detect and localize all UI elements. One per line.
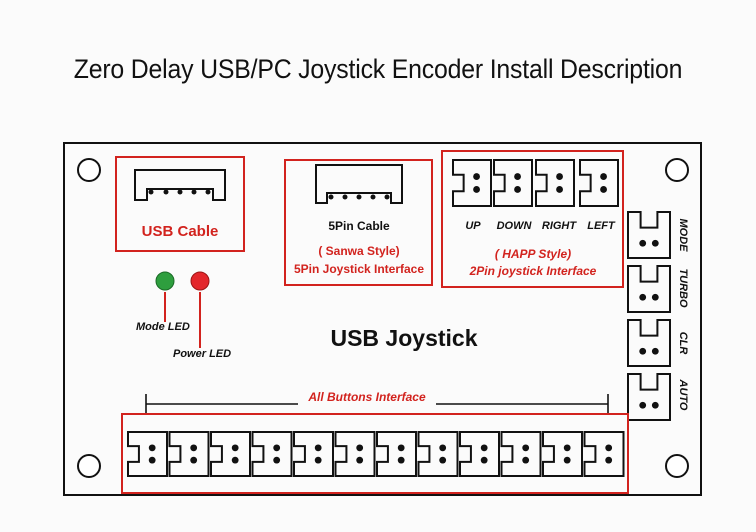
five-pin-interface-label: 5Pin Joystick Interface [294,262,424,276]
side-connector-turbo [627,265,671,313]
direction-label-right: RIGHT [542,220,578,232]
button-connector [583,431,625,477]
button-connector [168,431,210,477]
two-pin-box [441,150,624,288]
mounting-hole [665,454,689,478]
button-connector [417,431,459,477]
board-outline [63,142,702,496]
two-pin-interface-label: 2Pin joystick Interface [469,264,597,278]
side-connector-auto [627,373,671,421]
usb-cable-label: USB Cable [142,223,219,240]
five-pin-connector [315,164,403,204]
side-connector-mode [627,211,671,259]
mode-led [155,271,175,291]
five-pin-style-label: ( Sanwa Style) [318,244,399,258]
side-label-turbo: TURBO [677,268,689,308]
usb-cable-box [115,156,245,252]
button-connector [251,431,293,477]
direction-label-down: DOWN [497,220,533,232]
button-connector [459,431,500,477]
side-connector-clr [627,319,671,367]
two-pin-style-label: ( HAPP Style) [495,247,571,261]
usb-connector [134,169,226,201]
page-title: Zero Delay USB/PC Joystick Encoder Insta… [73,54,683,84]
direction-connector-down [493,159,533,207]
direction-label-up: UP [465,220,481,232]
direction-connector-up [452,159,492,207]
button-connector [293,431,334,477]
button-connector [210,431,251,477]
power-led [190,271,210,291]
button-connector [127,431,168,477]
side-label-mode: MODE [677,219,689,253]
five-pin-cable-label: 5Pin Cable [328,219,390,233]
mode-led-label: Mode LED [136,321,190,333]
board-label: USB Joystick [330,325,477,351]
button-connector [500,431,542,477]
mounting-hole [77,158,101,182]
mounting-hole [665,158,689,182]
side-label-clr: CLR [677,332,689,355]
power-led-label: Power LED [173,348,231,360]
direction-connector-right [535,159,575,207]
five-pin-box [284,159,433,286]
mounting-hole [77,454,101,478]
direction-label-left: LEFT [587,220,616,232]
buttons-interface-label: All Buttons Interface [307,390,426,404]
button-connector [542,431,583,477]
direction-connector-left [579,159,619,207]
usb-connector-pins [148,189,211,195]
buttons-box [121,413,629,494]
five-pin-connector-pins [328,194,390,200]
button-connector [376,431,417,477]
side-label-auto: AUTO [677,379,689,411]
button-connector [334,431,376,477]
